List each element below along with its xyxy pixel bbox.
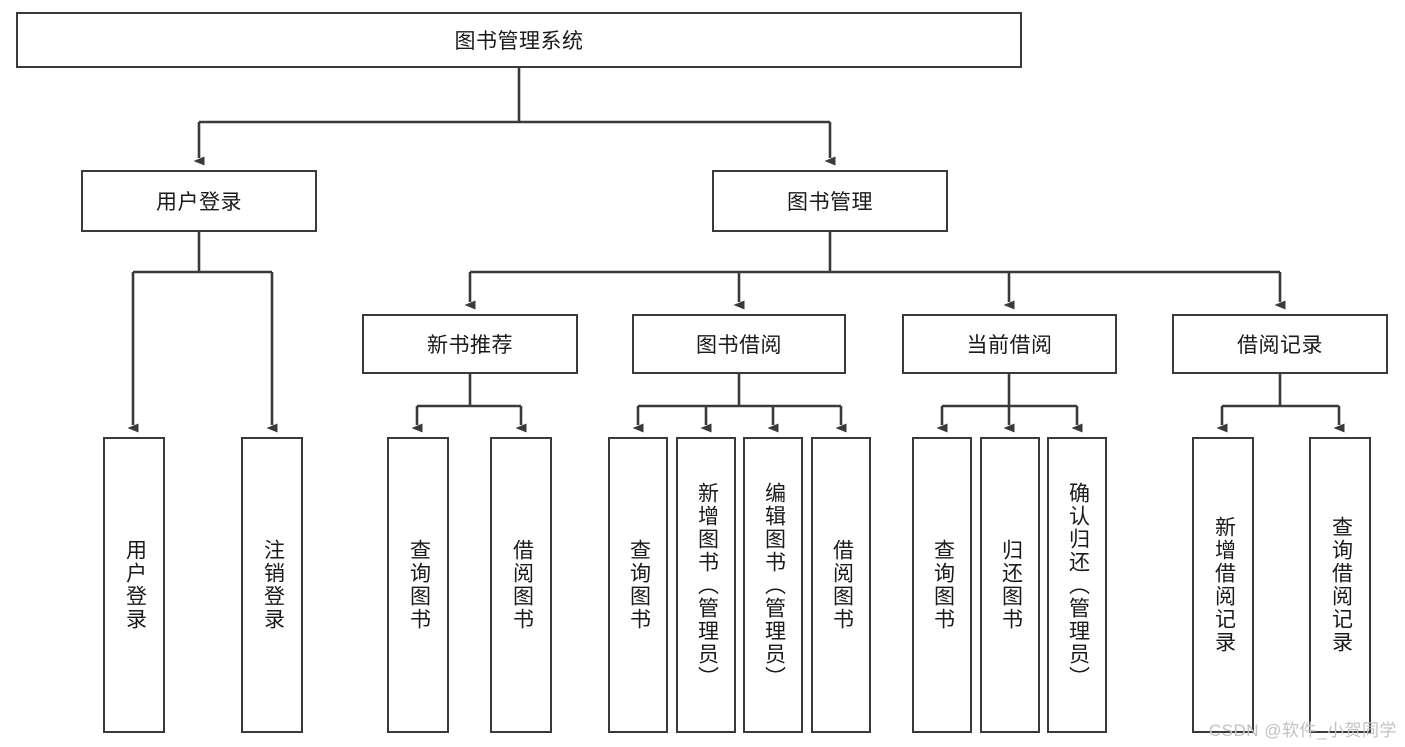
leaf-borrow-book[interactable]: 借阅图书 — [811, 437, 871, 733]
node-borrow-record[interactable]: 借阅记录 — [1172, 314, 1388, 374]
leaf-return-book[interactable]: 归还图书 — [980, 437, 1040, 733]
node-current-borrow[interactable]: 当前借阅 — [902, 314, 1117, 374]
leaf-add-borrow-record[interactable]: 新增借阅记录 — [1192, 437, 1254, 733]
node-label: 图书管理 — [787, 191, 873, 214]
node-label: 注销登录 — [261, 539, 285, 631]
node-label: 图书管理系统 — [454, 30, 584, 53]
leaf-logout[interactable]: 注销登录 — [241, 437, 303, 733]
node-label: 借阅记录 — [1237, 334, 1323, 357]
node-label: 查询图书 — [407, 539, 431, 631]
leaf-user-login[interactable]: 用户登录 — [103, 437, 165, 733]
leaf-query-book-recommend[interactable]: 查询图书 — [387, 437, 449, 733]
node-label: 编辑图书（管理员） — [762, 481, 786, 689]
node-label: 查询借阅记录 — [1329, 516, 1353, 654]
node-label: 新增图书（管理员） — [695, 481, 719, 689]
node-label: 当前借阅 — [966, 334, 1053, 357]
node-label: 新增借阅记录 — [1212, 516, 1236, 654]
csdn-watermark: CSDN @软件_小贺同学 — [1208, 721, 1397, 740]
node-label: 查询图书 — [627, 539, 651, 631]
node-label: 确认归还（管理员） — [1066, 481, 1090, 689]
node-label: 用户登录 — [123, 539, 147, 631]
node-label: 借阅图书 — [510, 539, 534, 631]
node-book-manage[interactable]: 图书管理 — [712, 170, 948, 232]
node-label: 归还图书 — [999, 539, 1023, 631]
leaf-edit-book-admin[interactable]: 编辑图书（管理员） — [743, 437, 803, 733]
node-label: 新书推荐 — [427, 334, 513, 357]
leaf-confirm-return-admin[interactable]: 确认归还（管理员） — [1047, 437, 1107, 733]
node-new-book-recommend[interactable]: 新书推荐 — [362, 314, 578, 374]
node-label: 用户登录 — [156, 191, 242, 214]
node-book-borrow[interactable]: 图书借阅 — [632, 314, 846, 374]
leaf-add-book-admin[interactable]: 新增图书（管理员） — [676, 437, 736, 733]
node-user-login[interactable]: 用户登录 — [81, 170, 317, 232]
leaf-query-borrow-record[interactable]: 查询借阅记录 — [1309, 437, 1371, 733]
node-label: 图书借阅 — [696, 334, 782, 357]
node-label: 借阅图书 — [830, 539, 854, 631]
leaf-query-book-borrow[interactable]: 查询图书 — [608, 437, 668, 733]
leaf-query-book-current[interactable]: 查询图书 — [912, 437, 972, 733]
node-label: 查询图书 — [931, 539, 955, 631]
node-root-system[interactable]: 图书管理系统 — [16, 12, 1022, 68]
leaf-borrow-book-recommend[interactable]: 借阅图书 — [490, 437, 552, 733]
